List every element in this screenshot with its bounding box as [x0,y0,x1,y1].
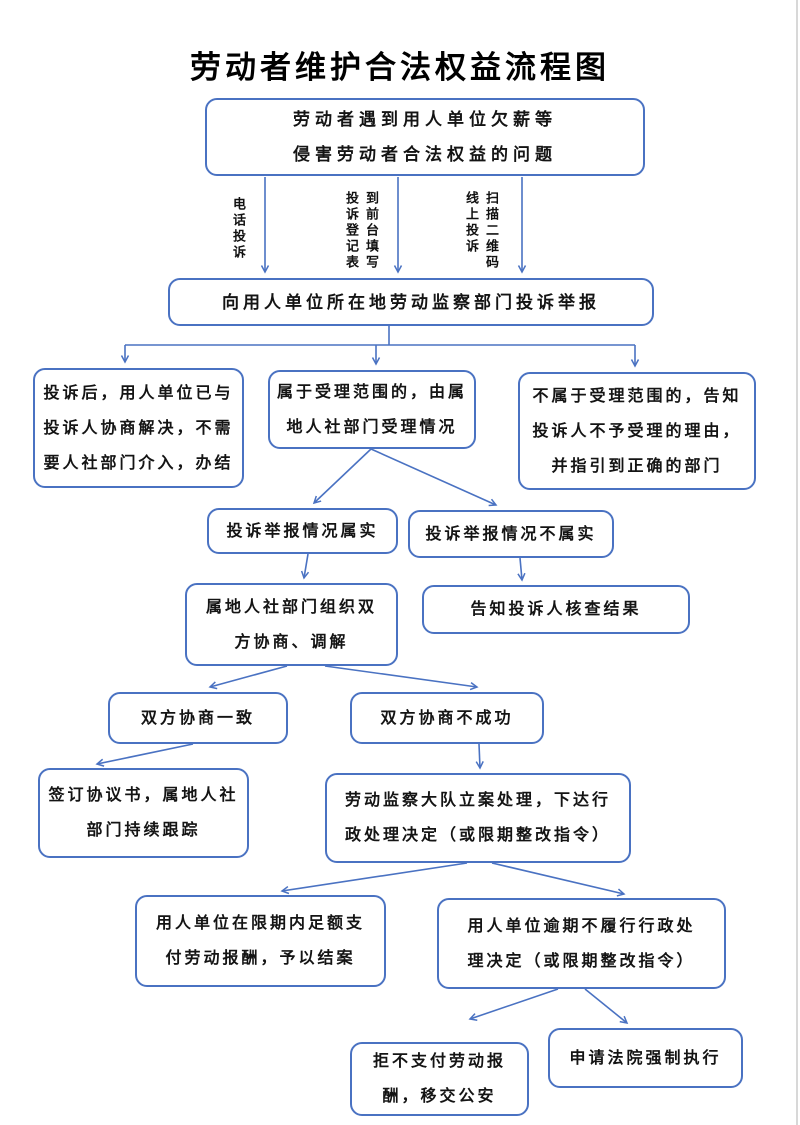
node-text-line: 属于受理范围的，由属 [276,383,467,401]
node-text-line: 投诉举报情况属实 [226,522,379,540]
node-case-filed: 劳动监察大队立案处理，下达行 政处理决定（或限期整改指令） [325,773,631,863]
node-text-line: 用人单位在限期内足额支 [155,915,365,932]
node-start: 劳动者遇到用人单位欠薪等 侵害劳动者合法权益的问题 [205,98,645,176]
node-report-to-inspection: 向用人单位所在地劳动监察部门投诉举报 [168,278,654,326]
node-resolved-before-intervention: 投诉后，用人单位已与 投诉人协商解决，不需 要人社部门介入，办结 [33,368,244,488]
node-paid-and-closed: 用人单位在限期内足额支 付劳动报酬，予以结案 [135,895,386,987]
node-transfer-to-police: 拒不支付劳动报 酬，移交公安 [350,1042,529,1116]
node-text-line: 付劳动报酬，予以结案 [165,950,356,967]
node-inform-result: 告知投诉人核查结果 [422,585,690,634]
node-text-line: 方协商、调解 [234,633,349,651]
node-text-line: 用人单位逾期不履行行政处 [467,917,696,935]
node-text-line: 地人社部门受理情况 [286,418,458,436]
node-agreement-reached: 双方协商一致 [108,692,288,744]
node-text-line: 侵害劳动者合法权益的问题 [293,145,557,164]
node-agreement-failed: 双方协商不成功 [350,692,544,744]
node-text-line: 酬，移交公安 [382,1088,497,1105]
channel-label-phone-complaint: 电话投诉 [231,197,246,261]
node-text-line: 劳动监察大队立案处理，下达行 [344,792,611,809]
node-text-line: 属地人社部门组织双 [205,598,377,616]
node-text-line: 双方协商一致 [140,709,255,727]
node-complaint-false: 投诉举报情况不属实 [408,510,614,558]
channel-label-front-desk-form: 到前台填写投诉登记表 [344,191,379,271]
node-text-line: 不属于受理范围的，告知 [532,387,742,405]
node-sign-agreement: 签订协议书，属地人社 部门持续跟踪 [38,768,249,858]
node-text-line: 政处理决定（或限期整改指令） [344,827,611,844]
node-text-line: 理决定（或限期整改指令） [467,952,696,970]
node-text-line: 向用人单位所在地劳动监察部门投诉举报 [222,292,600,312]
page-right-border [796,0,798,1125]
channel-label-qr-online-complaint: 扫描二维码线上投诉 [464,191,499,271]
node-text-line: 并指引到正确的部门 [551,457,723,475]
node-not-comply: 用人单位逾期不履行行政处 理决定（或限期整改指令） [437,898,726,989]
node-outside-scope: 不属于受理范围的，告知 投诉人不予受理的理由， 并指引到正确的部门 [518,372,756,490]
node-organize-mediation: 属地人社部门组织双 方协商、调解 [185,583,398,666]
node-text-line: 投诉后，用人单位已与 [43,384,234,402]
node-text-line: 告知投诉人核查结果 [470,601,642,618]
node-within-scope: 属于受理范围的，由属 地人社部门受理情况 [268,370,476,449]
node-text-line: 投诉人不予受理的理由， [532,422,742,440]
node-text-line: 双方协商不成功 [380,709,514,727]
node-text-line: 劳动者遇到用人单位欠薪等 [293,110,557,129]
node-complaint-true: 投诉举报情况属实 [207,508,398,554]
node-text-line: 申请法院强制执行 [569,1049,722,1067]
node-text-line: 签订协议书，属地人社 [48,787,239,804]
node-text-line: 投诉人协商解决，不需 [43,419,234,437]
node-text-line: 要人社部门介入，办结 [43,454,234,472]
node-text-line: 投诉举报情况不属实 [425,525,597,543]
page-title: 劳动者维护合法权益流程图 [190,50,610,85]
node-text-line: 拒不支付劳动报 [372,1053,506,1070]
node-court-enforcement: 申请法院强制执行 [548,1028,743,1088]
node-text-line: 部门持续跟踪 [86,822,201,839]
